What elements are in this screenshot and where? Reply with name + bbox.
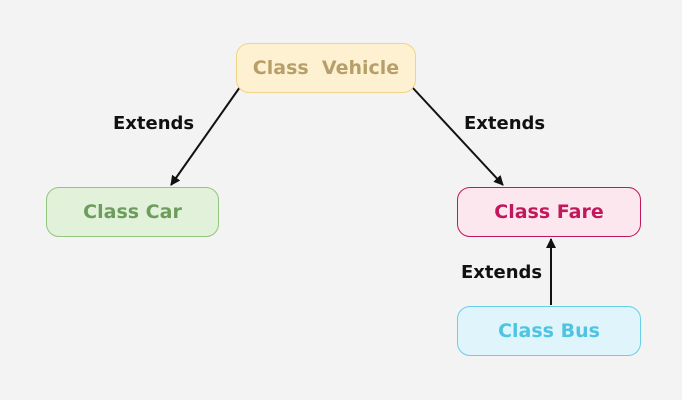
class-bus-node: Class Bus <box>457 306 641 356</box>
arrow-vehicle-to-car <box>170 86 241 186</box>
class-car-label: Class Car <box>83 201 182 223</box>
class-car-node: Class Car <box>46 187 219 237</box>
class-vehicle-label: Class Vehicle <box>252 57 400 79</box>
extends-label-bus: Extends <box>461 262 543 283</box>
class-vehicle-node: Class Vehicle <box>236 43 416 93</box>
arrow-vehicle-to-fare <box>411 86 504 186</box>
class-fare-label: Class Fare <box>494 201 604 223</box>
extends-label-car: Extends <box>113 113 195 134</box>
class-fare-node: Class Fare <box>457 187 641 237</box>
extends-label-fare: Extends <box>464 113 546 134</box>
class-bus-label: Class Bus <box>498 320 600 342</box>
